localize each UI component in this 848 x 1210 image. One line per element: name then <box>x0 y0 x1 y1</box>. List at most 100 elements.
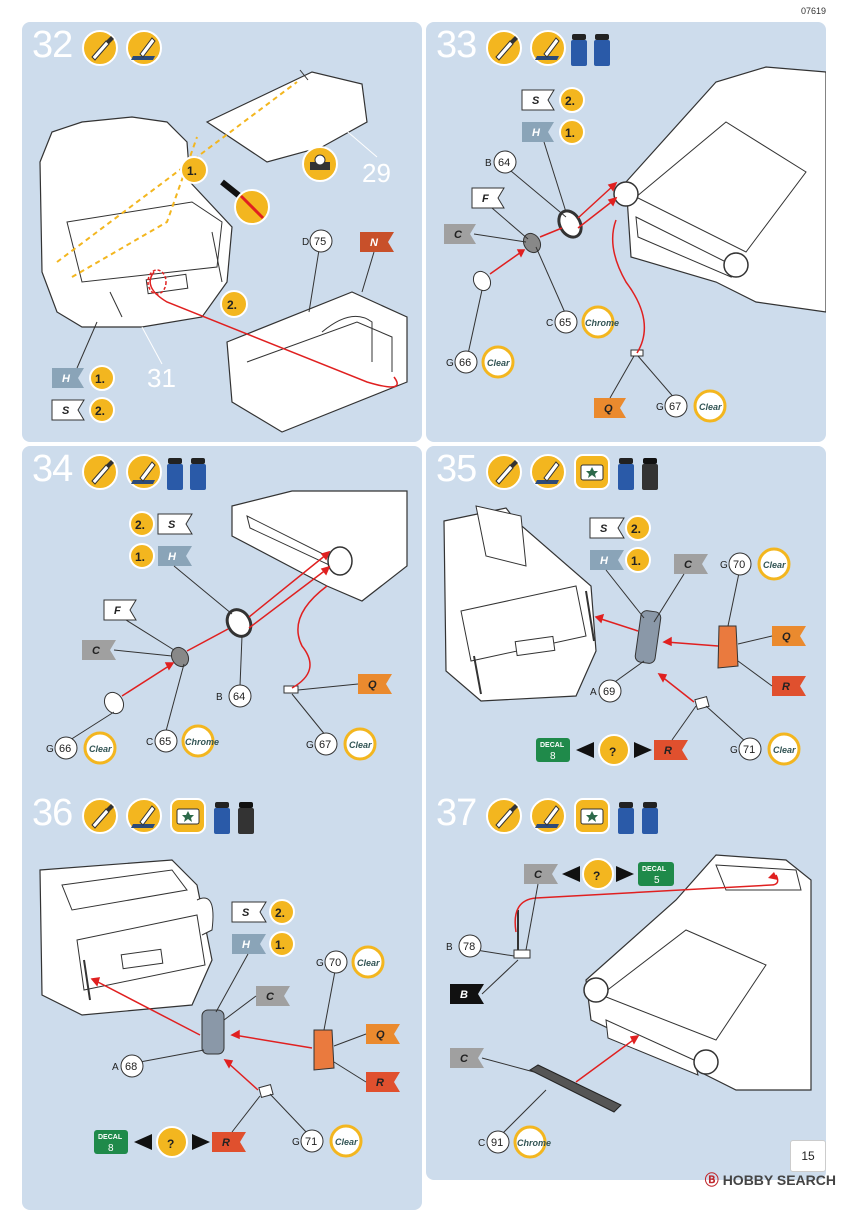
tail-lamp-lens-part-70 <box>313 1029 335 1071</box>
svg-text:2.: 2. <box>275 906 285 920</box>
part-type-chrome: Chrome <box>517 1138 551 1148</box>
part-g66-letter: G <box>446 358 454 369</box>
svg-text:S: S <box>532 95 540 107</box>
decal-soft-bottle-icon <box>618 802 634 834</box>
headlight-ring-part-64 <box>557 209 583 239</box>
color-flag-r-option: R <box>212 1095 261 1152</box>
part-g67-number: 67 <box>669 401 681 413</box>
svg-text:N: N <box>370 237 379 249</box>
option-question-mark: ? <box>609 745 616 759</box>
part-type-clear: Clear <box>763 560 786 570</box>
part-type-clear: Clear <box>487 358 510 368</box>
part-g70-number: 70 <box>329 957 341 969</box>
color-flag-h: H 1. <box>52 321 115 391</box>
svg-text:Q: Q <box>782 631 791 643</box>
paint-bottle-special-icon <box>642 802 658 834</box>
headlight-lens-part-66 <box>103 691 125 715</box>
glue-apply-icon <box>530 798 566 834</box>
part-g67-letter: G <box>656 402 664 413</box>
part-g66-number: 66 <box>459 357 471 369</box>
part-type-clear: Clear <box>89 744 112 754</box>
svg-text:F: F <box>482 193 489 205</box>
reflector-part-71 <box>694 696 710 710</box>
step-32-panel: 32 29 31 <box>22 22 422 442</box>
car-rear-body <box>443 505 597 702</box>
svg-text:Q: Q <box>376 1029 385 1041</box>
part-type-clear-2: Clear <box>773 745 796 755</box>
paint-bottle-clear-icon <box>571 34 587 66</box>
option-question-mark: ? <box>593 869 600 883</box>
svg-text:R: R <box>376 1077 384 1089</box>
color-flag-q: Q <box>297 674 392 694</box>
step-number: 32 <box>32 24 73 66</box>
color-flag-c-grille: C <box>450 1048 535 1073</box>
color-flag-c: C <box>223 986 290 1021</box>
svg-text:2.: 2. <box>631 522 641 536</box>
svg-text:DECAL: DECAL <box>540 742 565 749</box>
svg-text:S: S <box>168 519 176 531</box>
glue-apply-icon <box>530 30 566 66</box>
svg-text:1.: 1. <box>275 938 285 952</box>
part-31-number: 31 <box>147 363 176 393</box>
tape-icon <box>302 146 338 182</box>
color-flag-s: S 2. <box>521 87 585 113</box>
option-question-icon <box>598 734 630 766</box>
watermark: Ⓑ HOBBY SEARCH <box>705 1170 836 1190</box>
part-g66-letter: G <box>46 744 54 755</box>
step-36-panel: 36 S 2. H <box>22 790 422 1210</box>
decal-option-8: DECAL 8 <box>94 1130 128 1154</box>
color-flag-q: Q <box>737 626 806 646</box>
part-type-clear-2: Clear <box>335 1137 358 1147</box>
part-a68-letter: A <box>112 1062 119 1073</box>
part-29-number: 29 <box>362 158 391 188</box>
part-d75-number: 75 <box>314 236 326 248</box>
glue-apply-icon <box>126 454 162 490</box>
step-37-panel: 37 C <box>426 790 826 1180</box>
color-flag-c: C <box>653 554 708 623</box>
color-flag-b: B <box>450 959 519 1004</box>
color-flag-c: C <box>444 224 527 244</box>
part-g71-letter: G <box>730 745 738 756</box>
svg-text:1.: 1. <box>565 126 575 140</box>
watermark-symbol: Ⓑ <box>704 1172 719 1188</box>
svg-text:1.: 1. <box>631 554 641 568</box>
flag-h-badge-1: H 1. <box>215 931 295 1013</box>
color-flag-c: C <box>82 640 173 660</box>
part-a68-number: 68 <box>125 1061 137 1073</box>
flag-s-badge-2: S 2. <box>231 899 295 925</box>
color-flag-r-option: R <box>654 705 697 760</box>
svg-text:2.: 2. <box>95 404 105 418</box>
sequence-2-badge: 2. <box>220 290 248 318</box>
headlight-reflector-part-65 <box>170 646 190 668</box>
decal-icon <box>170 798 206 834</box>
svg-text:H: H <box>532 127 541 139</box>
part-b78-number: 78 <box>463 941 475 953</box>
product-code: 07619 <box>800 6 826 16</box>
step-number: 33 <box>436 24 477 66</box>
decal-option-5: DECAL 5 <box>638 862 674 886</box>
no-glue-icon <box>220 179 270 225</box>
side-marker-part-67 <box>283 685 299 694</box>
car-rear-body <box>39 859 214 1016</box>
glue-apply-icon <box>530 454 566 490</box>
color-flag-f: F <box>471 187 529 240</box>
part-type-clear: Clear <box>357 958 380 968</box>
color-flag-q: Q <box>333 1024 400 1047</box>
part-c91-number: 91 <box>491 1137 503 1149</box>
part-g67-number: 67 <box>319 739 331 751</box>
part-c65-number: 65 <box>159 736 171 748</box>
part-c65-letter: C <box>146 737 153 748</box>
svg-text:2.: 2. <box>227 298 237 312</box>
color-flag-r: R <box>333 1061 400 1092</box>
part-g66-number: 66 <box>59 743 71 755</box>
color-flag-c: C <box>524 864 558 951</box>
part-d75-letter: D <box>302 237 309 248</box>
flag-s-badge-2: S 2. <box>589 515 651 541</box>
step-number: 35 <box>436 448 477 490</box>
tail-lamp-base-part-69 <box>634 610 662 664</box>
flag-h-badge-1: H 1. <box>590 547 651 619</box>
part-b64-number: 64 <box>498 157 510 169</box>
svg-text:H: H <box>242 939 251 951</box>
part-type-chrome: Chrome <box>185 737 219 747</box>
part-g70-number: 70 <box>733 559 745 571</box>
